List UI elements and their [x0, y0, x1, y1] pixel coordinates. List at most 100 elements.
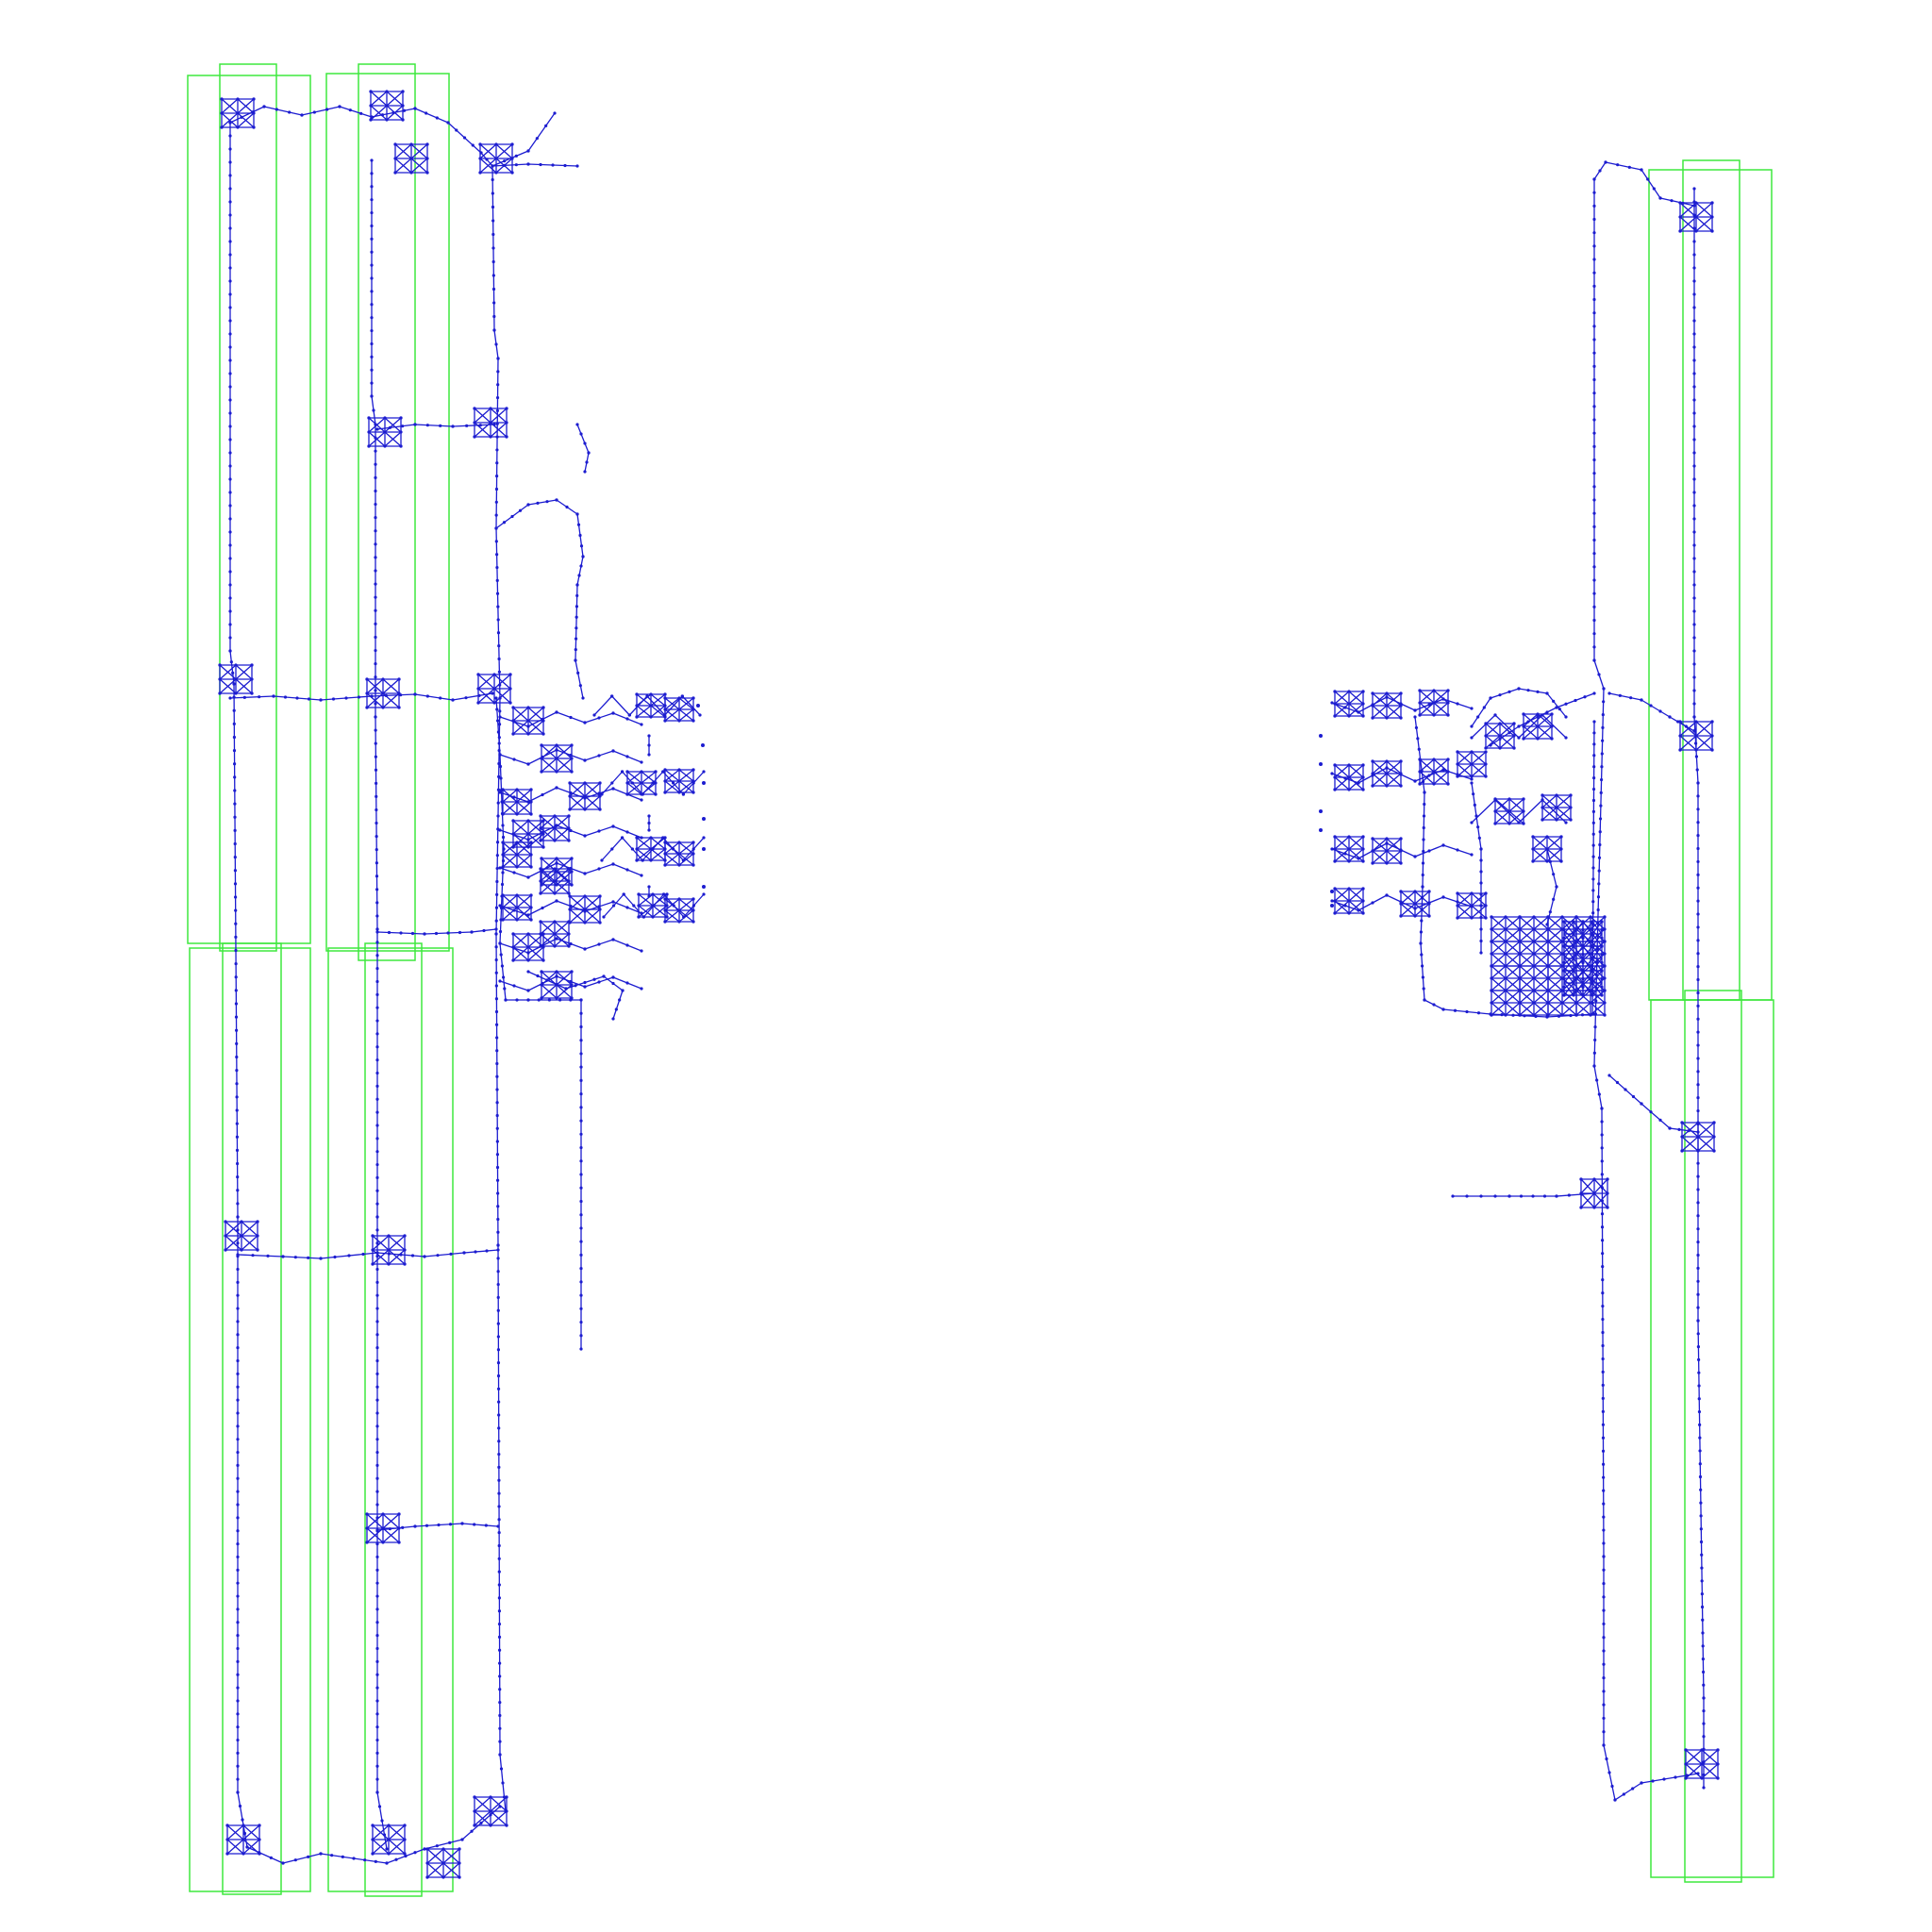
node [1479, 1194, 1482, 1197]
node [1484, 774, 1487, 777]
node [1678, 720, 1681, 723]
node [496, 1191, 499, 1194]
node [682, 792, 685, 795]
node [541, 732, 544, 735]
node [497, 1401, 500, 1404]
node [1716, 1776, 1719, 1779]
node [1592, 833, 1595, 836]
node [1418, 713, 1421, 716]
node [1490, 976, 1492, 979]
node [1610, 1785, 1613, 1788]
node [375, 1072, 378, 1074]
node [375, 1386, 378, 1389]
node [673, 904, 675, 907]
node [1597, 673, 1600, 675]
node [540, 970, 542, 973]
zone-box [190, 948, 310, 1891]
node [1470, 750, 1473, 753]
node [1591, 866, 1594, 869]
node [1692, 385, 1695, 388]
node [540, 996, 542, 999]
node [234, 909, 237, 912]
node [374, 556, 376, 558]
node [692, 904, 695, 907]
node [536, 974, 539, 977]
node [1592, 645, 1595, 648]
node [570, 757, 573, 759]
node [236, 1569, 239, 1572]
node [1601, 1186, 1604, 1189]
node [1564, 715, 1567, 718]
node [1692, 345, 1695, 348]
node [498, 1609, 501, 1612]
node [569, 791, 572, 794]
node [529, 853, 532, 856]
node [236, 1398, 239, 1401]
node [526, 162, 529, 165]
node [691, 920, 694, 923]
node [375, 1045, 378, 1048]
node [579, 1133, 582, 1136]
node [1606, 1177, 1608, 1180]
node [1692, 504, 1695, 507]
node [236, 1241, 239, 1244]
node [1702, 1696, 1705, 1699]
node [555, 770, 558, 773]
node [1602, 700, 1605, 703]
node [1692, 689, 1695, 691]
node [1399, 691, 1402, 694]
node [654, 770, 657, 773]
node [1600, 937, 1603, 940]
node [498, 736, 501, 739]
node [1555, 1194, 1557, 1197]
node [228, 464, 231, 467]
node [394, 1858, 397, 1861]
node [1432, 713, 1435, 716]
node [1702, 1709, 1705, 1712]
node [473, 1824, 475, 1826]
node [635, 858, 638, 861]
node [526, 149, 529, 152]
node [375, 1542, 378, 1545]
node [1607, 1771, 1610, 1774]
node [1603, 952, 1606, 955]
node [1696, 1130, 1699, 1133]
node [399, 416, 402, 419]
node [495, 540, 498, 542]
node [1555, 885, 1557, 888]
node [665, 892, 668, 895]
node [1385, 716, 1388, 719]
node [374, 675, 376, 678]
node [677, 920, 680, 923]
node [375, 927, 378, 930]
node [236, 1739, 239, 1741]
node [579, 1213, 582, 1216]
node [498, 1727, 501, 1730]
node [1361, 763, 1364, 766]
node [503, 987, 506, 990]
node [489, 1813, 491, 1816]
node [1543, 1194, 1546, 1197]
node [1371, 837, 1374, 840]
node [702, 817, 706, 821]
node [1592, 799, 1595, 802]
node [583, 758, 586, 761]
node [370, 225, 373, 227]
node [663, 841, 666, 843]
node [1696, 1306, 1699, 1308]
node [1517, 736, 1520, 739]
node [1649, 1110, 1652, 1113]
node [308, 697, 310, 700]
node [1696, 1096, 1699, 1099]
node [1579, 1206, 1582, 1208]
node [691, 841, 694, 843]
node [236, 1136, 239, 1139]
node [691, 768, 694, 771]
node [511, 719, 514, 722]
node [1696, 1267, 1699, 1270]
node [631, 847, 634, 850]
node [300, 113, 303, 116]
node [473, 435, 475, 438]
node [579, 1025, 582, 1028]
node [1702, 1774, 1705, 1776]
